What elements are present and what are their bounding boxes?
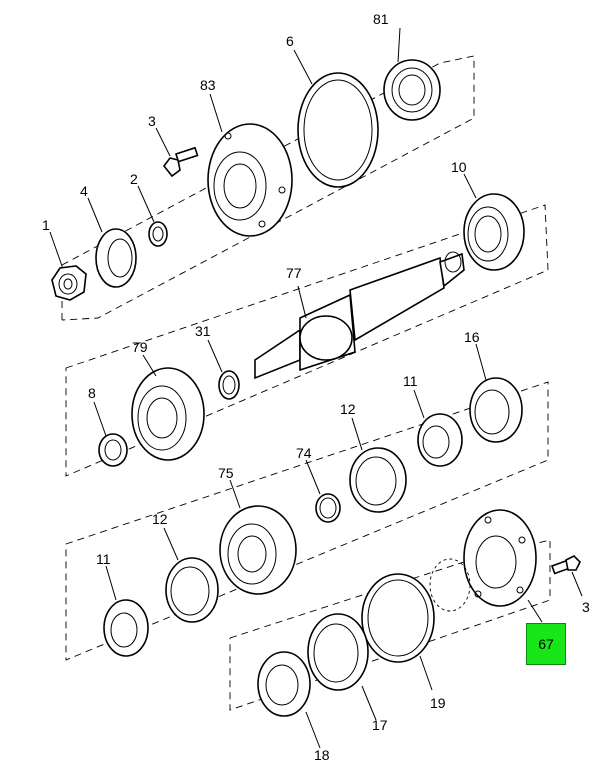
label-part-83[interactable]: 83 [200,77,216,93]
assembly-outline-lower [65,381,549,661]
label-part-4[interactable]: 4 [80,183,88,199]
label-part-3-lower[interactable]: 3 [582,599,590,615]
tapered-bearing-part-11-lower [103,599,149,657]
cover-flange-part-83 [207,123,293,237]
label-part-3-top[interactable]: 3 [148,113,156,129]
gear-part-79 [131,367,205,461]
collar-part-18 [257,651,311,717]
label-part-31[interactable]: 31 [195,323,211,339]
gasket-dashed-ring [429,558,471,612]
seal-part-81 [383,59,441,121]
bearing-ring-part-4 [95,228,137,288]
assembly-outline-bottom [229,539,551,711]
label-part-12-lower[interactable]: 12 [152,511,168,527]
label-part-18[interactable]: 18 [314,747,330,761]
label-part-77[interactable]: 77 [286,265,302,281]
label-part-6[interactable]: 6 [286,33,294,49]
flange-part-67 [463,509,537,607]
label-part-81[interactable]: 81 [373,11,389,27]
highlighted-part-67-label[interactable]: 67 [526,623,566,665]
assembly-outline-shaft [65,204,549,477]
hex-nut-part-1 [51,265,87,301]
gear-part-10 [463,193,525,271]
label-part-12-upper[interactable]: 12 [340,401,356,417]
washer-part-2 [148,221,168,247]
label-part-75[interactable]: 75 [218,465,234,481]
bearing-race-part-12-upper [349,447,407,513]
bearing-ring-part-17 [307,613,369,691]
bolt-part-3-lower [550,555,581,575]
label-part-11-upper[interactable]: 11 [403,373,418,389]
label-part-11-lower[interactable]: 11 [96,551,111,567]
snap-ring-part-74 [315,493,341,523]
small-gear-part-8 [98,433,128,467]
bearing-part-16 [469,377,523,443]
bolt-part-3-top [162,146,199,178]
snap-ring-part-31 [218,370,240,400]
label-part-19[interactable]: 19 [430,695,446,711]
seal-ring-part-19 [361,573,435,663]
tapered-bearing-part-11-upper [417,413,463,467]
label-part-8[interactable]: 8 [88,385,96,401]
gear-part-75 [219,505,297,595]
label-part-1[interactable]: 1 [42,217,50,233]
bearing-race-part-12-lower [165,557,219,623]
leader-lines [49,27,583,749]
label-part-17[interactable]: 17 [372,717,388,733]
label-part-10[interactable]: 10 [451,159,467,175]
label-part-2[interactable]: 2 [130,171,138,187]
gasket-part-6 [297,72,379,188]
label-part-16[interactable]: 16 [464,329,480,345]
mainshaft-part-77 [254,251,465,380]
label-part-74[interactable]: 74 [296,445,312,461]
label-part-79[interactable]: 79 [132,339,148,355]
